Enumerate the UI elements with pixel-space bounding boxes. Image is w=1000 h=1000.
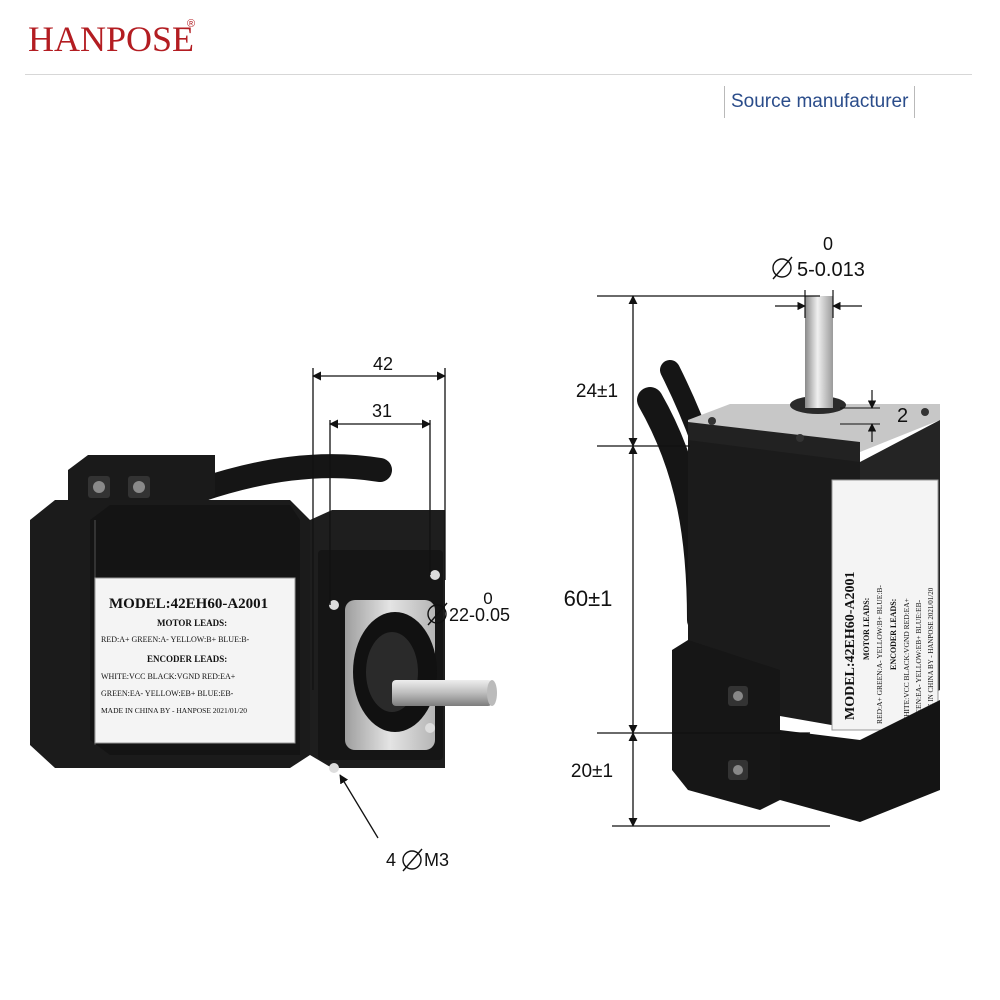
label-made-in: MADE IN CHINA BY - HANPOSE 2021/01/20 [927, 587, 935, 724]
label-motor-leads: RED:A+ GREEN:A- YELLOW:B+ BLUE:B- [101, 635, 250, 644]
registered-mark: ® [187, 18, 196, 30]
diameter-icon [402, 848, 423, 872]
label-encoder-leads-1: WHITE:VCC BLACK:VGND RED:EA+ [902, 598, 911, 724]
label-motor-leads-title: MOTOR LEADS: [862, 598, 871, 660]
motor-label: MODEL:42EH60-A2001 MOTOR LEADS: RED:A+ G… [94, 577, 296, 744]
motor-label: MODEL:42EH60-A2001 MOTOR LEADS: RED:A+ G… [831, 479, 939, 731]
label-encoder-leads-1: WHITE:VCC BLACK:VGND RED:EA+ [101, 672, 236, 681]
label-encoder-leads-2: GREEN:EA- YELLOW:EB+ BLUE:EB- [101, 689, 234, 698]
side-view: MODEL:42EH60-A2001 MOTOR LEADS: RED:A+ G… [564, 234, 940, 827]
diameter-icon [427, 602, 448, 626]
dim-width-hole: 31 [372, 401, 392, 421]
dim-width-outer: 42 [373, 354, 393, 374]
screw-hole [430, 570, 440, 580]
cable [188, 454, 392, 502]
label-motor-leads: RED:A+ GREEN:A- YELLOW:B+ BLUE:B- [875, 585, 884, 724]
dim-shaft-diameter: 5-0.013 [797, 259, 865, 281]
dim-screw-count: 4 [386, 850, 396, 870]
diameter-icon [772, 256, 793, 280]
screw-hole [425, 723, 435, 733]
dim-shaft-length: 24±1 [576, 381, 618, 402]
label-model: MODEL:42EH60-A2001 [843, 571, 858, 720]
shaft [392, 680, 492, 706]
dim-encoder-length: 20±1 [571, 761, 613, 782]
tagline-text: Source manufacturer [731, 91, 909, 112]
shaft [805, 296, 833, 408]
brand-logo: HANPOSE [28, 19, 195, 59]
dim-boss-height: 2 [897, 405, 908, 427]
dim-pilot-tol: 0 [483, 589, 492, 608]
front-view: MODEL:42EH60-A2001 MOTOR LEADS: RED:A+ G… [30, 354, 510, 872]
label-motor-leads-title: MOTOR LEADS: [157, 618, 227, 628]
label-encoder-leads-2: GREEN:EA- YELLOW:EB+ BLUE:EB- [914, 599, 923, 724]
label-encoder-leads-title: ENCODER LEADS: [147, 654, 227, 664]
connector [68, 455, 215, 510]
screw-hole [329, 763, 339, 773]
dim-pilot: 22-0.05 [449, 605, 510, 625]
dim-shaft-tol: 0 [823, 234, 833, 254]
label-made-in: MADE IN CHINA BY - HANPOSE 2021/01/20 [101, 706, 247, 715]
dim-screw-thread: M3 [424, 850, 449, 870]
label-encoder-leads-title: ENCODER LEADS: [889, 599, 898, 670]
label-model: MODEL:42EH60-A2001 [109, 596, 268, 612]
screw-hole [329, 600, 339, 610]
header-divider [25, 74, 972, 75]
encoder-cap [672, 640, 780, 810]
dim-body-length: 60±1 [564, 586, 613, 611]
tagline-box: Source manufacturer [724, 86, 916, 118]
